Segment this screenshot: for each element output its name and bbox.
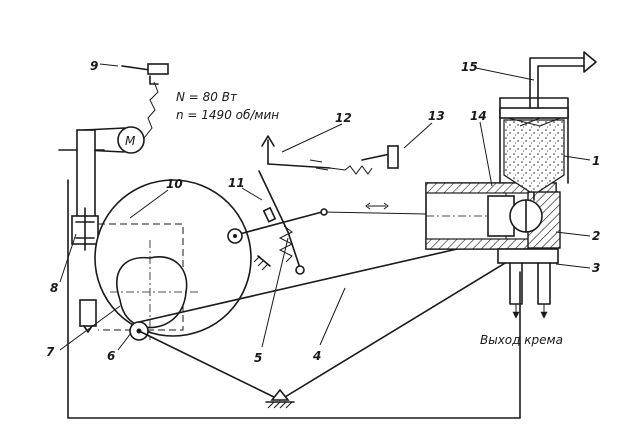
callout-8: 8 <box>50 281 58 295</box>
callout-2: 2 <box>592 229 600 243</box>
output-label: Выход крема <box>480 333 563 347</box>
formula-block: N = 80 Вт n = 1490 об/мин <box>176 90 279 122</box>
lever-system <box>138 135 521 401</box>
callout-6: 6 <box>107 349 115 363</box>
callout-1: 1 <box>592 154 600 168</box>
callout-7: 7 <box>46 345 55 359</box>
callout-9: 9 <box>90 59 98 73</box>
outlet-nozzles <box>497 248 559 319</box>
callout-11: 11 <box>228 176 245 190</box>
motor-label: M <box>125 134 136 148</box>
callout-4: 4 <box>312 349 321 363</box>
formula-power: N = 80 Вт <box>176 90 238 104</box>
callout-10: 10 <box>166 177 183 191</box>
callout-12: 12 <box>335 111 352 125</box>
feed-pipe <box>529 51 597 109</box>
drive-spindle <box>58 129 105 251</box>
callout-13: 13 <box>428 109 445 123</box>
callout-numbers: 1 2 3 4 5 6 7 8 9 10 11 12 13 14 15 <box>46 59 600 365</box>
hopper <box>499 97 569 201</box>
callout-14: 14 <box>470 109 487 123</box>
callout-15: 15 <box>461 60 478 74</box>
formula-speed: n = 1490 об/мин <box>176 108 279 122</box>
motor-assembly: M <box>83 63 169 154</box>
ground-pivot <box>265 388 295 409</box>
callout-3: 3 <box>592 261 600 275</box>
leader-lines <box>59 63 591 351</box>
cam-drum <box>79 179 252 340</box>
callout-5: 5 <box>254 351 262 365</box>
valve-body <box>509 191 561 249</box>
